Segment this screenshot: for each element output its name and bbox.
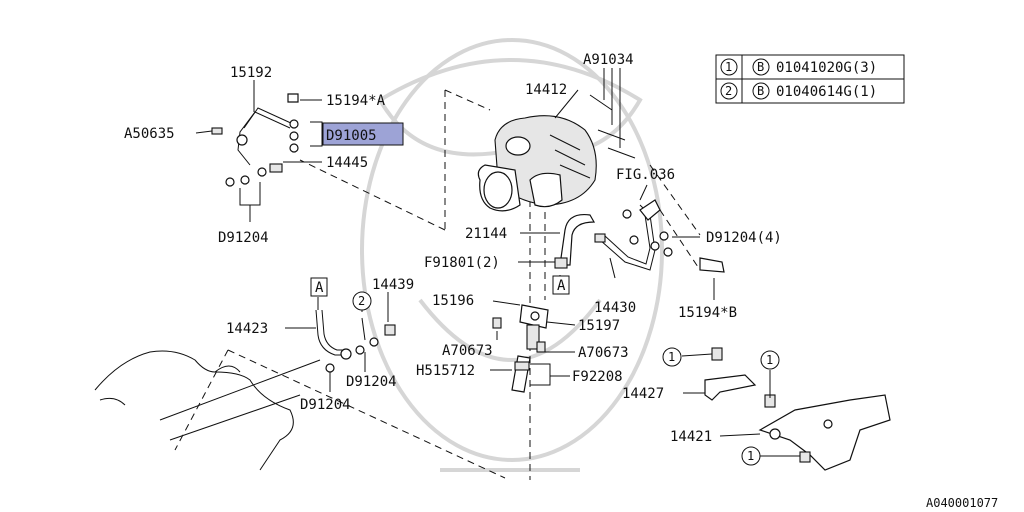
- bracket-14421: [758, 394, 891, 471]
- legend-row-1-part[interactable]: 01041020G(3): [776, 60, 877, 76]
- circle-2-marker: [352, 291, 372, 311]
- gasket-15196: [492, 304, 549, 353]
- label-14421[interactable]: 14421: [670, 429, 712, 445]
- label-a70673-right[interactable]: A70673: [578, 345, 629, 361]
- pipe-14430: [594, 199, 725, 273]
- labels: 15192 15194*A A50635 D91005 14445 D91204…: [124, 52, 998, 510]
- label-f91801[interactable]: F91801(2): [424, 255, 500, 271]
- legend-row-1-index: 1: [725, 60, 732, 74]
- figure-id: A040001077: [926, 496, 998, 510]
- d91005-highlight: [322, 122, 404, 146]
- label-14439[interactable]: 14439: [372, 277, 414, 293]
- label-15192[interactable]: 15192: [230, 65, 272, 81]
- label-14427[interactable]: 14427: [622, 386, 664, 402]
- label-14445[interactable]: 14445: [326, 155, 368, 171]
- circle-1-marker-b: [760, 350, 780, 370]
- legend-row-2-index: 2: [725, 84, 732, 98]
- label-circle-1-b[interactable]: 1: [766, 353, 773, 367]
- label-21144[interactable]: 21144: [465, 226, 507, 242]
- label-a70673-left[interactable]: A70673: [442, 343, 493, 359]
- label-ref-a-mid[interactable]: A: [557, 278, 566, 294]
- legend-row-1-code: B: [757, 60, 764, 74]
- pipe-14423: [315, 309, 396, 373]
- pipe-15192: [211, 93, 299, 187]
- legend-row-2-part[interactable]: 01040614G(1): [776, 84, 877, 100]
- label-circle-2[interactable]: 2: [358, 294, 365, 308]
- label-a50635[interactable]: A50635: [124, 126, 175, 142]
- label-circle-1-c[interactable]: 1: [747, 449, 754, 463]
- label-15194a[interactable]: 15194*A: [326, 93, 386, 109]
- label-14430[interactable]: 14430: [594, 300, 636, 316]
- label-d91204-4[interactable]: D91204(4): [706, 230, 782, 246]
- label-14423[interactable]: 14423: [226, 321, 268, 337]
- legend-row-2-code: B: [757, 84, 764, 98]
- phantom-outlines: [174, 89, 701, 480]
- label-14412[interactable]: 14412: [525, 82, 567, 98]
- label-f92208[interactable]: F92208: [572, 369, 623, 385]
- pipe-21144: [554, 213, 596, 269]
- label-h515712[interactable]: H515712: [416, 363, 475, 379]
- label-15194b[interactable]: 15194*B: [678, 305, 737, 321]
- label-ref-a-left[interactable]: A: [315, 280, 324, 296]
- label-15196[interactable]: 15196: [432, 293, 474, 309]
- ref-box-a-left: [310, 277, 328, 297]
- label-d91005[interactable]: D91005: [326, 128, 377, 144]
- label-d91204-mid[interactable]: D91204: [346, 374, 397, 390]
- label-circle-1-a[interactable]: 1: [668, 350, 675, 364]
- circle-1-marker-c: [741, 446, 761, 466]
- label-d91204-low[interactable]: D91204: [300, 397, 351, 413]
- engine-outline: [94, 350, 321, 471]
- bracket-14427: [704, 347, 776, 408]
- label-fig036[interactable]: FIG.036: [616, 167, 675, 183]
- hose-h515712: [511, 355, 531, 393]
- label-a91034[interactable]: A91034: [583, 52, 634, 68]
- circle-1-marker-a: [662, 347, 682, 367]
- label-d91204-top[interactable]: D91204: [218, 230, 269, 246]
- ref-box-a-mid: [552, 275, 570, 295]
- leader-lines: [195, 68, 800, 457]
- label-15197[interactable]: 15197: [578, 318, 620, 334]
- legend-table: [715, 54, 905, 104]
- turbocharger-14412: [477, 94, 636, 212]
